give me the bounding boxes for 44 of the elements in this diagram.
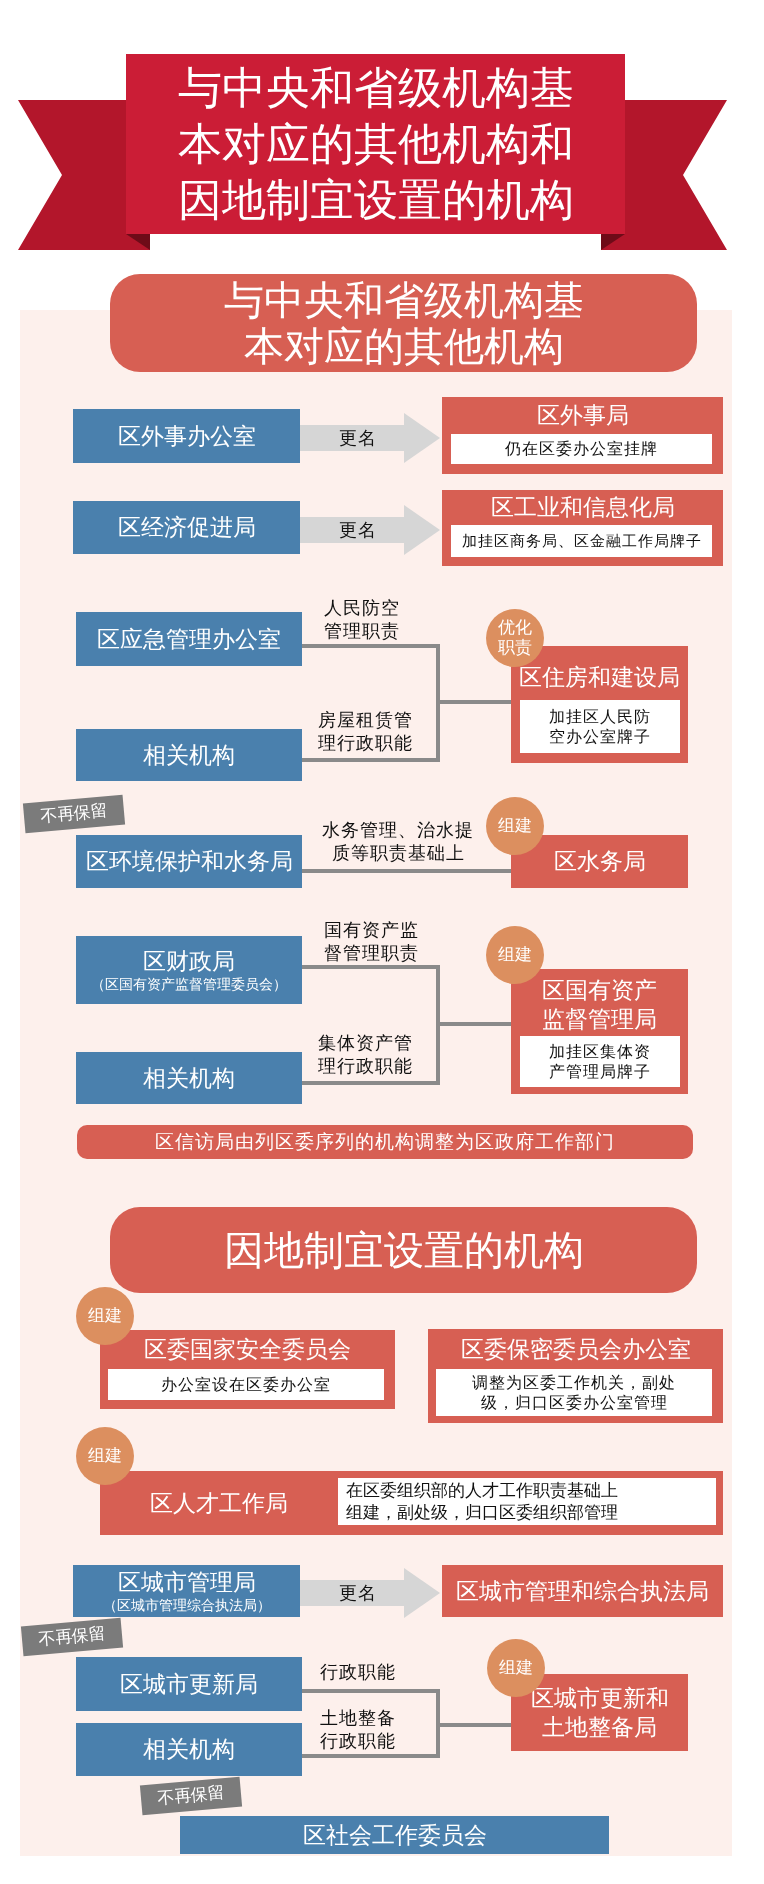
new-agency-box [100,1471,723,1535]
former-name: （区国有资产监督管理委员会） [91,975,287,994]
note-box: 在区委组织部的人才工作职责基础上组建，副处级，归口区委组织部管理 [338,1478,716,1525]
agency-name: 区委保密委员会办公室 [459,1334,692,1364]
agency-box: 区环境保护和水务局 [76,835,302,888]
agency-name: 区财政局 [143,946,235,976]
note-box: 仍在区委办公室挂牌 [451,434,712,464]
new-agency-box [428,1329,723,1423]
agency-box: 相关机构 [76,1723,302,1776]
note-box: 办公室设在区委办公室 [108,1369,384,1400]
new-agency-box [442,490,723,566]
former-name: （区城市管理综合执法局） [102,1596,271,1615]
note-box: 加挂区集体资产管理局牌子 [520,1036,680,1087]
new-agency-box [511,969,688,1094]
agency-name: 区城市管理局 [117,1567,256,1597]
agency-box: 相关机构 [76,1052,302,1104]
connector-line [302,700,511,762]
title: 与中央和省级机构基本对应的其他机构和因地制宜设置的机构 [176,61,575,227]
agency-box: 区社会工作委员会 [180,1816,609,1854]
notice-banner: 区信访局由列区委序列的机构调整为区政府工作部门 [77,1125,693,1159]
new-agency-box [100,1330,395,1409]
agency-box: 区城市更新局 [76,1657,302,1711]
new-agency-box [442,397,723,474]
connector-line [302,1723,511,1758]
agency-name: 区人才工作局 [149,1488,289,1518]
new-agency-box: 区水务局 [511,835,688,888]
agency-name: 区外事局 [535,401,630,431]
note-box: 加挂区人民防空办公室牌子 [520,700,680,753]
section-header: 与中央和省级机构基本对应的其他机构 [110,274,697,372]
agency-box: 相关机构 [76,729,302,781]
agency-box: 区外事办公室 [73,409,300,463]
agency-box: 区经济促进局 [73,501,300,554]
agency-box: 区应急管理办公室 [76,612,302,666]
agency-name: 区工业和信息化局 [489,493,676,523]
note-box: 调整为区委工作机关，副处级，归口区委办公室管理 [436,1369,712,1416]
agency-name: 区国有资产监督管理局 [541,975,658,1034]
connector-line [302,869,511,873]
agency-box [73,1565,300,1617]
note-box: 加挂区商务局、区金融工作局牌子 [451,525,712,557]
new-agency-box: 区城市管理和综合执法局 [442,1565,723,1617]
connector-line [302,1022,511,1085]
agency-name: 区委国家安全委员会 [143,1335,352,1365]
section-header: 因地制宜设置的机构 [110,1207,697,1293]
agency-box [76,936,302,1004]
